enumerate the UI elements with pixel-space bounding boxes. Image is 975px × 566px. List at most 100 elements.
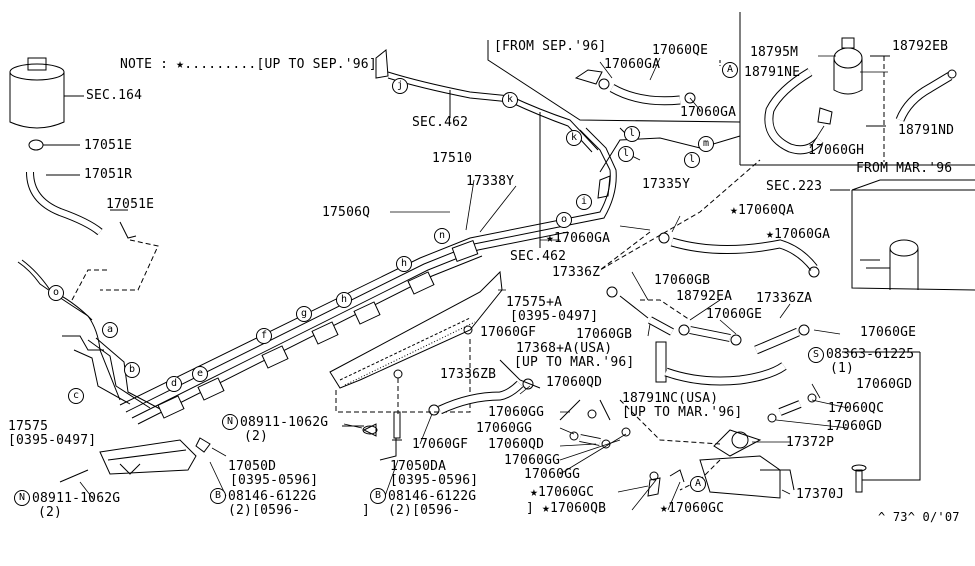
part-label: 18791NC(USA) (622, 391, 719, 406)
part-label: 17060GF (480, 325, 537, 340)
part-label: 17050DA (390, 459, 447, 474)
letter-circle: h (336, 292, 352, 308)
part-label: SEC.462 (412, 115, 469, 130)
part-label: 17368+A(USA) (516, 341, 613, 356)
part-label: 17336ZA (756, 291, 813, 306)
part-label: 18792EB (892, 39, 949, 54)
part-label: 17060QD (546, 375, 603, 390)
part-label: SEC.223 (766, 179, 823, 194)
part-label: 17372P (786, 435, 835, 450)
letter-circle: a (102, 322, 118, 338)
leader-lines (79, 55, 888, 511)
diagram-code: ^ 73^ 0/'07 (878, 510, 960, 524)
part-label: 17575 (8, 419, 49, 434)
letter-circle: k (566, 130, 582, 146)
part-label: 17370J (796, 487, 845, 502)
part-label: 17060GG (504, 453, 561, 468)
letter-circle: f (256, 328, 272, 344)
part-label: ★17060QB (542, 501, 607, 516)
part-label: ★17060QA (730, 203, 795, 218)
middle-hoses (428, 286, 921, 499)
part-label: 17051E (106, 197, 155, 212)
letter-circle: o (48, 285, 64, 301)
letter-circle: l (624, 126, 640, 142)
letter-circle: i (576, 194, 592, 210)
part-label: 17060GF (412, 437, 469, 452)
part-label: 17338Y (466, 174, 515, 189)
part-label: 17060GA (680, 105, 737, 120)
part-label: 17575+A (506, 295, 563, 310)
letter-circle: A (722, 62, 738, 78)
part-label: 17060GG (488, 405, 545, 420)
left-pipes (17, 259, 163, 411)
part-label: (2) (244, 429, 269, 444)
letter-circle: j (392, 78, 408, 94)
shield-plate (329, 270, 503, 414)
letter-circle: N (14, 490, 30, 506)
part-label: 17060GA (604, 57, 661, 72)
part-label: ★17060GA (766, 227, 831, 242)
part-label: 08363-61225 (826, 347, 915, 362)
part-label: ★17060GC (530, 485, 595, 500)
letter-circle: k (502, 92, 518, 108)
part-label: 17060GB (576, 327, 633, 342)
part-label: 17510 (432, 151, 473, 166)
part-label: 18791NE (744, 65, 801, 80)
part-label: 08146-6122G (388, 489, 477, 504)
part-label: 08911-1062G (32, 491, 121, 506)
part-label: 17051R (84, 167, 133, 182)
part-label: 17060QD (488, 437, 545, 452)
letter-circle: g (296, 306, 312, 322)
part-label: [UP TO MAR.'96] (622, 405, 743, 420)
part-label: 17060GH (808, 143, 865, 158)
letter-circle: c (68, 388, 84, 404)
part-label: 18795M (750, 45, 799, 60)
part-label: [0395-0497] (8, 433, 97, 448)
letter-circle: d (166, 376, 182, 392)
part-label: 08146-6122G (228, 489, 317, 504)
part-label: ★17060GA (546, 231, 611, 246)
letter-circle: B (210, 488, 226, 504)
part-label: [0395-0596] (390, 473, 479, 488)
part-label: 18792EA (676, 289, 733, 304)
part-label: [0395-0596] (230, 473, 319, 488)
letter-circle: h (396, 256, 412, 272)
letter-circle: e (192, 366, 208, 382)
part-label: 08911-1062G (240, 415, 329, 430)
part-label: ] (362, 503, 371, 518)
part-label: 17050D (228, 459, 277, 474)
letter-circle: b (124, 362, 140, 378)
part-label: SEC.462 (510, 249, 567, 264)
letter-circle: B (370, 488, 386, 504)
from-sep-label: [FROM SEP.'96] (494, 39, 607, 54)
part-label: 17060GE (860, 325, 917, 340)
fasteners (342, 411, 402, 461)
mid-top-hoses (599, 127, 820, 278)
part-label: SEC.164 (86, 88, 143, 103)
tank-sec223 (830, 179, 975, 291)
part-label: ] (526, 501, 535, 516)
part-label: 17060GG (476, 421, 533, 436)
hose-17051 (26, 139, 159, 291)
part-label: 17506Q (322, 205, 371, 220)
part-label: 17060GG (524, 467, 581, 482)
letter-circle: o (556, 212, 572, 228)
letter-circle: A (690, 476, 706, 492)
part-label: 17060QE (652, 43, 709, 58)
top-right-hoses (487, 12, 975, 166)
letter-circle: m (698, 136, 714, 152)
letter-circle: l (684, 152, 700, 168)
letter-circle: n (434, 228, 450, 244)
main-pipe-bundle (119, 127, 617, 425)
note-text: NOTE : ★.........[UP TO SEP.'96] (120, 57, 377, 72)
part-label: 17060GD (856, 377, 913, 392)
part-label: 17336ZB (440, 367, 497, 382)
part-label: 17060GD (826, 419, 883, 434)
part-label: 18791ND (898, 123, 955, 138)
part-label: (1) (830, 361, 855, 376)
part-label: [0395-0497] (510, 309, 599, 324)
part-label: 17060QC (828, 401, 885, 416)
part-label: (2)[0596- (388, 503, 461, 518)
